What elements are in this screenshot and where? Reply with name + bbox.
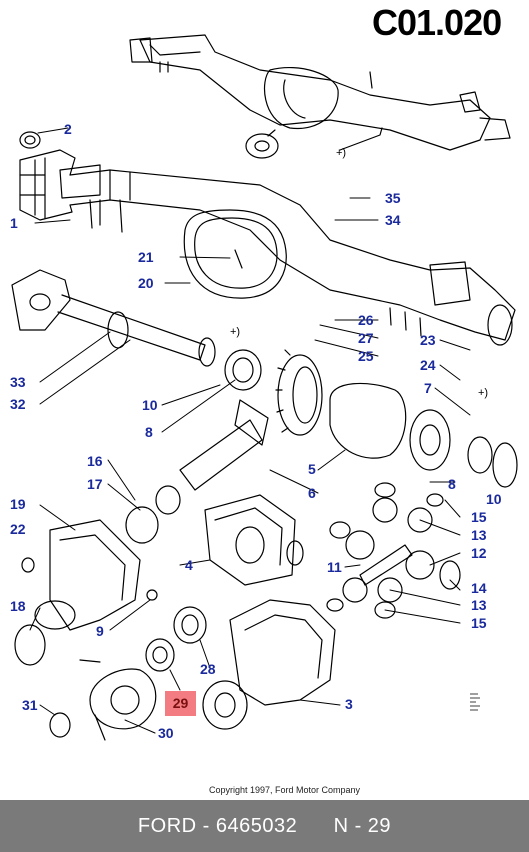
callout-10-right[interactable]: 10 bbox=[486, 491, 502, 507]
flange bbox=[49, 659, 157, 741]
axle-shaft bbox=[11, 269, 262, 391]
callout-15-lower[interactable]: 15 bbox=[471, 615, 487, 631]
callout-34[interactable]: 34 bbox=[385, 212, 401, 228]
callout-12[interactable]: 12 bbox=[471, 545, 487, 561]
callout-7[interactable]: 7 bbox=[424, 380, 432, 396]
callout-24[interactable]: 24 bbox=[420, 357, 436, 373]
callout-33[interactable]: 33 bbox=[10, 374, 26, 390]
callout-21[interactable]: 21 bbox=[138, 249, 154, 265]
callout-18[interactable]: 18 bbox=[10, 598, 26, 614]
callout-8-lower[interactable]: 8 bbox=[448, 476, 456, 492]
plus-mark-top: +) bbox=[336, 147, 347, 159]
exploded-parts-diagram bbox=[11, 34, 518, 741]
highlighted-part-29[interactable]: 29 bbox=[165, 691, 196, 716]
callout-30[interactable]: 30 bbox=[158, 725, 174, 741]
callout-31[interactable]: 31 bbox=[22, 697, 38, 713]
gear-kit bbox=[326, 482, 461, 619]
crown-wheel bbox=[275, 349, 323, 436]
callout-1[interactable]: 1 bbox=[10, 215, 18, 231]
callout-13-upper[interactable]: 13 bbox=[471, 527, 487, 543]
bearings bbox=[145, 589, 207, 672]
axle-housing bbox=[19, 131, 516, 346]
copyright-text: Copyright 1997, Ford Motor Company bbox=[208, 785, 361, 795]
pinion-gear bbox=[125, 399, 269, 544]
footer-part-number: 6465032 bbox=[215, 815, 298, 837]
plus-mark-left: +) bbox=[230, 326, 241, 338]
cover-gasket bbox=[183, 209, 287, 299]
callout-10-left[interactable]: 10 bbox=[142, 397, 158, 413]
callout-23[interactable]: 23 bbox=[420, 332, 436, 348]
callout-3[interactable]: 3 bbox=[345, 696, 353, 712]
callout-9[interactable]: 9 bbox=[96, 623, 104, 639]
callout-35[interactable]: 35 bbox=[385, 190, 401, 206]
callout-8-upper[interactable]: 8 bbox=[145, 424, 153, 440]
callout-22[interactable]: 22 bbox=[10, 521, 26, 537]
callout-14[interactable]: 14 bbox=[471, 580, 487, 596]
differential-case bbox=[329, 382, 518, 488]
carrier-housing-left bbox=[14, 519, 141, 666]
callout-20[interactable]: 20 bbox=[138, 275, 154, 291]
callout-4[interactable]: 4 bbox=[185, 557, 193, 573]
diff-case-assembly bbox=[204, 494, 304, 586]
footer-separator: - bbox=[196, 815, 216, 837]
callout-2[interactable]: 2 bbox=[64, 121, 72, 137]
callout-5[interactable]: 5 bbox=[308, 461, 316, 477]
footer-gap bbox=[297, 815, 333, 837]
callout-16[interactable]: 16 bbox=[87, 453, 103, 469]
callout-11[interactable]: 11 bbox=[327, 559, 342, 575]
callout-25[interactable]: 25 bbox=[358, 348, 374, 364]
callout-26[interactable]: 26 bbox=[358, 312, 374, 328]
callout-28[interactable]: 28 bbox=[200, 661, 216, 677]
callout-17[interactable]: 17 bbox=[87, 476, 103, 492]
axle-housing-overview bbox=[129, 34, 511, 159]
drawing-reference-mark bbox=[470, 693, 480, 711]
carrier-housing-right bbox=[202, 599, 336, 730]
diagram-code: C01.020 bbox=[372, 2, 502, 43]
callout-19[interactable]: 19 bbox=[10, 496, 26, 512]
callout-15-upper[interactable]: 15 bbox=[471, 509, 487, 525]
callout-32[interactable]: 32 bbox=[10, 396, 26, 412]
plus-mark-right: +) bbox=[478, 387, 489, 399]
callout-13-lower[interactable]: 13 bbox=[471, 597, 487, 613]
footer-bar: FORD - 6465032 N - 29 bbox=[0, 800, 529, 852]
leader-lines bbox=[29, 127, 471, 734]
footer-brand: FORD bbox=[137, 815, 197, 837]
callout-6[interactable]: 6 bbox=[308, 485, 316, 501]
callout-27[interactable]: 27 bbox=[358, 330, 374, 346]
footer-sheet: N - 29 bbox=[333, 815, 392, 837]
